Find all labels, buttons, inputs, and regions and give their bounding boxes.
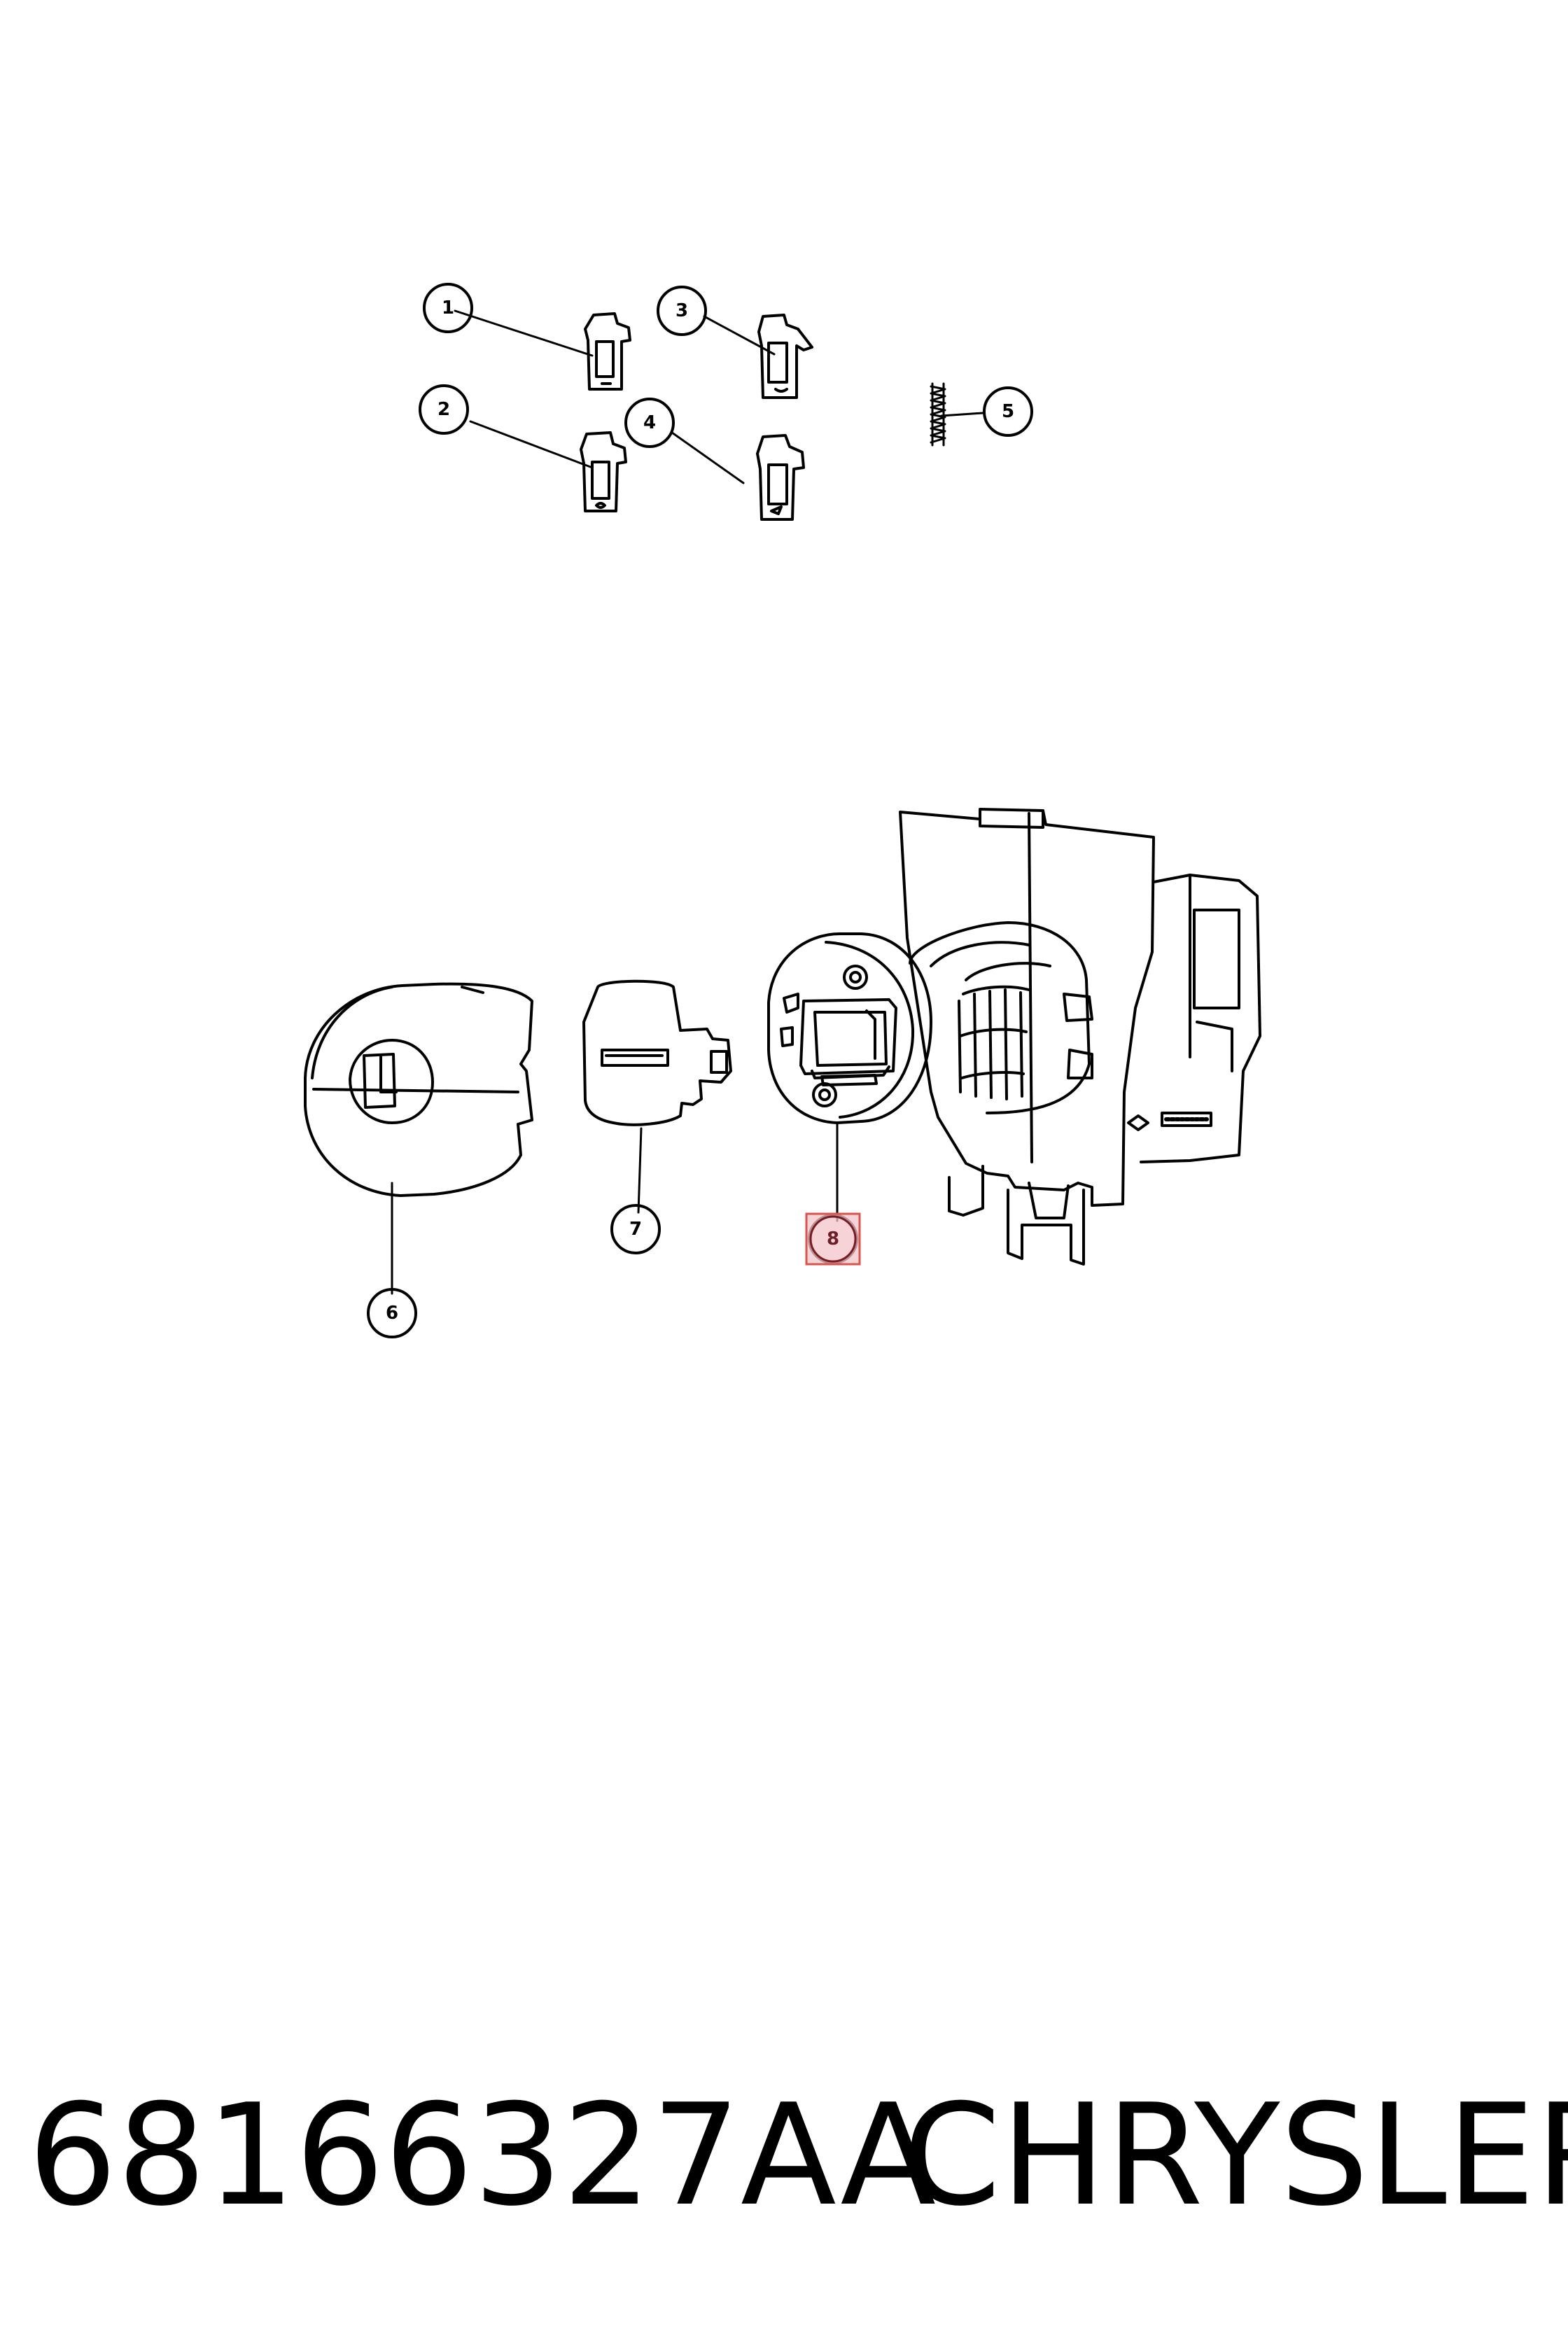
callout-6-circle — [367, 1288, 417, 1338]
callout-8-highlight-circle — [809, 1215, 857, 1263]
part-number: 68166327AA — [28, 2074, 937, 2237]
spring — [930, 382, 946, 447]
part-caption: 68166327AA CHRYSLER — [0, 2072, 1568, 2240]
callout-1[interactable]: 1 — [442, 298, 454, 318]
callout-3[interactable]: 3 — [676, 300, 688, 321]
leader-lines — [391, 309, 984, 1295]
callout-7[interactable]: 7 — [629, 1219, 642, 1240]
callout-numbers: 1 2 3 4 5 6 7 8 — [386, 298, 1014, 1324]
callout-3-circle — [657, 286, 707, 336]
brand-name: CHRYSLER — [903, 2074, 1568, 2237]
selected-part-highlight[interactable] — [805, 1212, 861, 1266]
callout-5[interactable]: 5 — [1002, 401, 1014, 422]
tumbler-3 — [757, 314, 813, 399]
callout-5-circle — [983, 386, 1033, 437]
callout-1-circle — [423, 283, 473, 333]
bezel-cap — [304, 982, 533, 1197]
callout-6[interactable]: 6 — [386, 1303, 398, 1324]
callout-8[interactable]: 8 — [827, 1228, 839, 1250]
tumbler-2 — [580, 431, 627, 512]
tumbler-1 — [584, 312, 631, 391]
retainer-plate — [582, 979, 732, 1126]
callout-4-circle — [624, 398, 675, 448]
callout-7-circle — [610, 1204, 661, 1254]
tumbler-4 — [756, 434, 805, 521]
callout-2-circle — [419, 384, 469, 435]
callout-2[interactable]: 2 — [438, 399, 450, 420]
lock-cylinder-assembly — [767, 808, 1261, 1266]
callout-4[interactable]: 4 — [643, 412, 656, 433]
